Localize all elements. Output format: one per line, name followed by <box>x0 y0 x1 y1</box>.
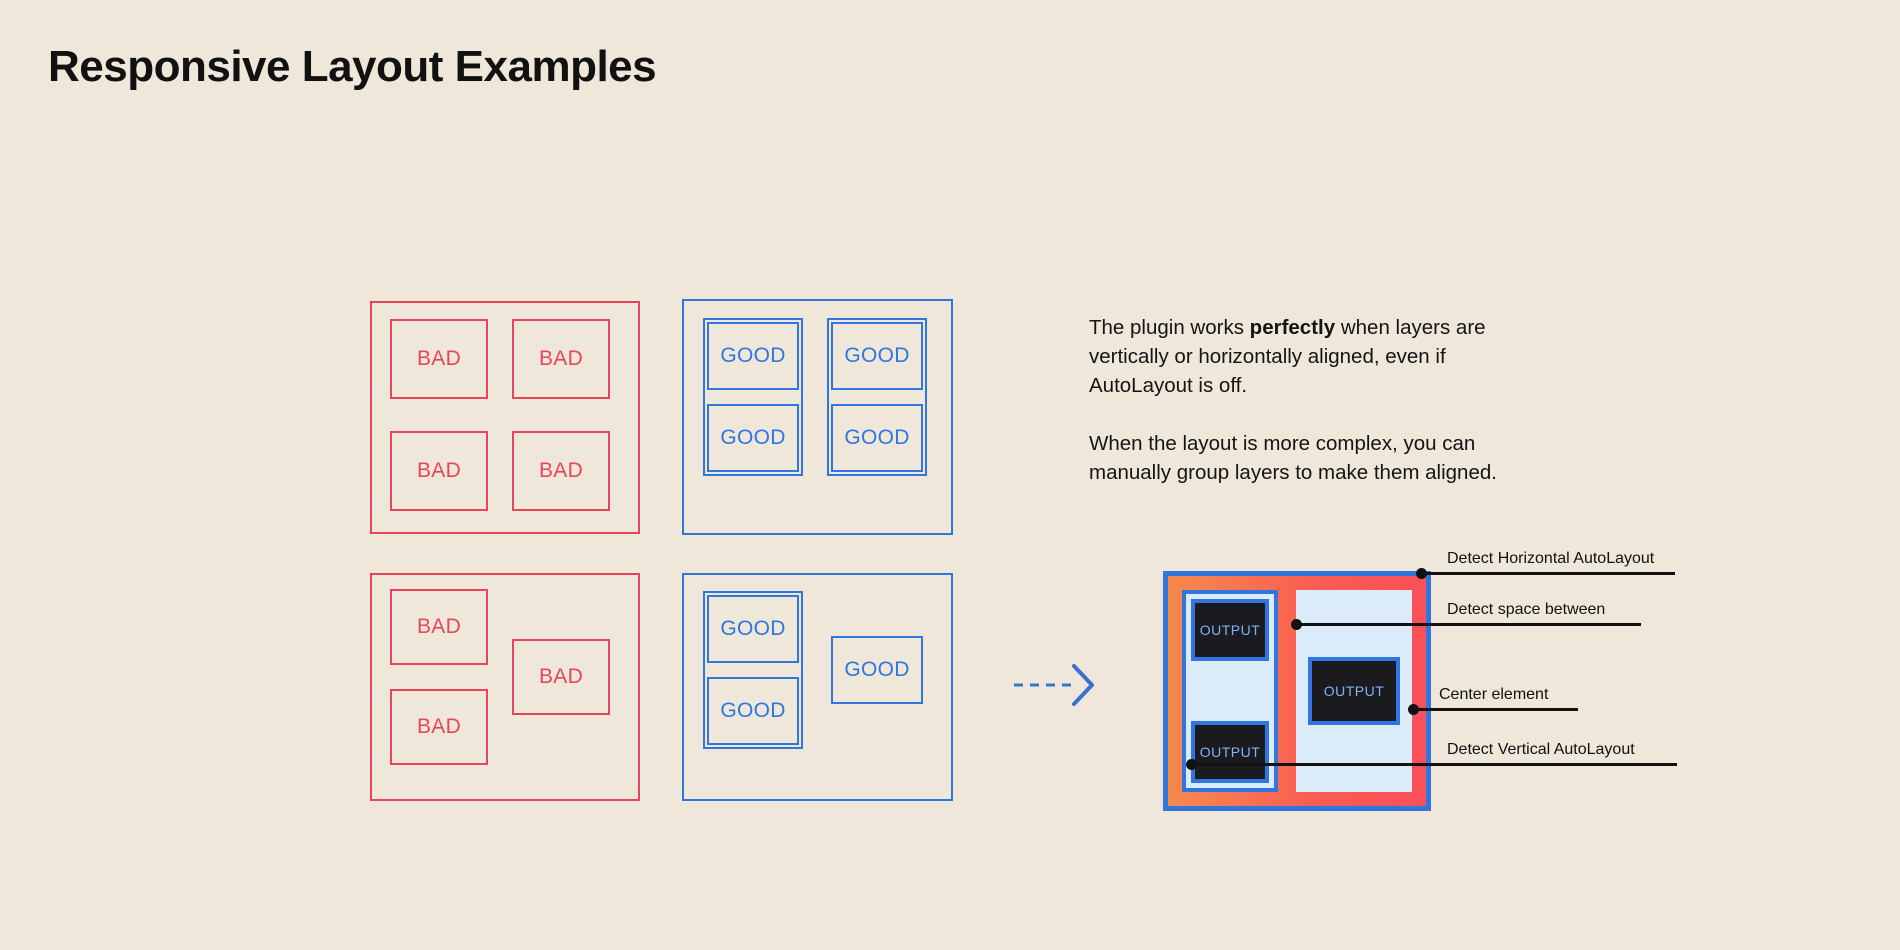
copy-p1-pre: The plugin works <box>1089 316 1250 339</box>
annotation-label: Detect Vertical AutoLayout <box>1447 741 1635 758</box>
example-box-bad-mixed-1: BAD <box>390 689 488 765</box>
annotation-label: Detect space between <box>1447 601 1606 618</box>
copy-paragraph-2: When the layout is more complex, you can… <box>1089 432 1497 484</box>
annotation-leader-line <box>1296 623 1641 626</box>
mock-left-group: OUTPUT OUTPUT <box>1182 590 1278 792</box>
annotation-leader-line <box>1413 708 1578 711</box>
example-box-bad-grid-0: BAD <box>390 319 488 399</box>
group-wrapper-good-grid-1 <box>827 318 927 476</box>
example-box-good-grid-2: GOOD <box>707 404 799 472</box>
example-panel-bad-mixed: BAD BAD BAD <box>370 573 640 801</box>
copy-p1-post: when layers are vertically or horizontal… <box>1089 316 1486 397</box>
annotation-label: Detect Horizontal AutoLayout <box>1447 550 1655 567</box>
example-box-good-grid-0: GOOD <box>707 322 799 390</box>
example-box-good-grid-3: GOOD <box>831 404 923 472</box>
example-box-bad-grid-3: BAD <box>512 431 610 511</box>
example-panel-good-mixed: GOOD GOOD GOOD <box>682 573 953 801</box>
explanatory-copy: The plugin works perfectly when layers a… <box>1089 313 1549 487</box>
output-box-left-top: OUTPUT <box>1191 599 1269 661</box>
example-box-good-mixed-0: GOOD <box>707 595 799 663</box>
page-title: Responsive Layout Examples <box>48 42 657 91</box>
panel-frame-good-grid <box>682 299 953 535</box>
panel-frame-good-mixed <box>682 573 953 801</box>
output-box-left-bottom: OUTPUT <box>1191 721 1269 783</box>
annotation-leader-line <box>1421 572 1675 575</box>
example-panel-bad-grid: BAD BAD BAD BAD <box>370 301 640 534</box>
panel-frame-bad-mixed <box>370 573 640 801</box>
output-box-right-center: OUTPUT <box>1308 657 1400 725</box>
group-wrapper-good-mixed-0 <box>703 591 803 749</box>
group-wrapper-good-grid-0 <box>703 318 803 476</box>
mock-right-column: OUTPUT <box>1296 590 1412 792</box>
copy-paragraph-1: The plugin works perfectly when layers a… <box>1089 313 1549 400</box>
example-box-bad-grid-1: BAD <box>512 319 610 399</box>
panel-frame-bad-grid <box>370 301 640 534</box>
annotation-leader-line <box>1191 763 1677 766</box>
copy-p1-emphasis: perfectly <box>1249 316 1336 339</box>
example-box-bad-mixed-0: BAD <box>390 589 488 665</box>
example-box-good-mixed-1: GOOD <box>707 677 799 745</box>
annotated-mock: OUTPUT OUTPUT OUTPUT <box>1163 571 1431 811</box>
example-box-good-mixed-2: GOOD <box>831 636 923 704</box>
example-box-good-grid-1: GOOD <box>831 322 923 390</box>
dashed-arrow-right-icon <box>1012 660 1102 710</box>
example-box-bad-grid-2: BAD <box>390 431 488 511</box>
example-box-bad-mixed-2: BAD <box>512 639 610 715</box>
annotation-label: Center element <box>1439 686 1549 703</box>
example-panel-good-grid: GOOD GOOD GOOD GOOD <box>682 299 953 535</box>
